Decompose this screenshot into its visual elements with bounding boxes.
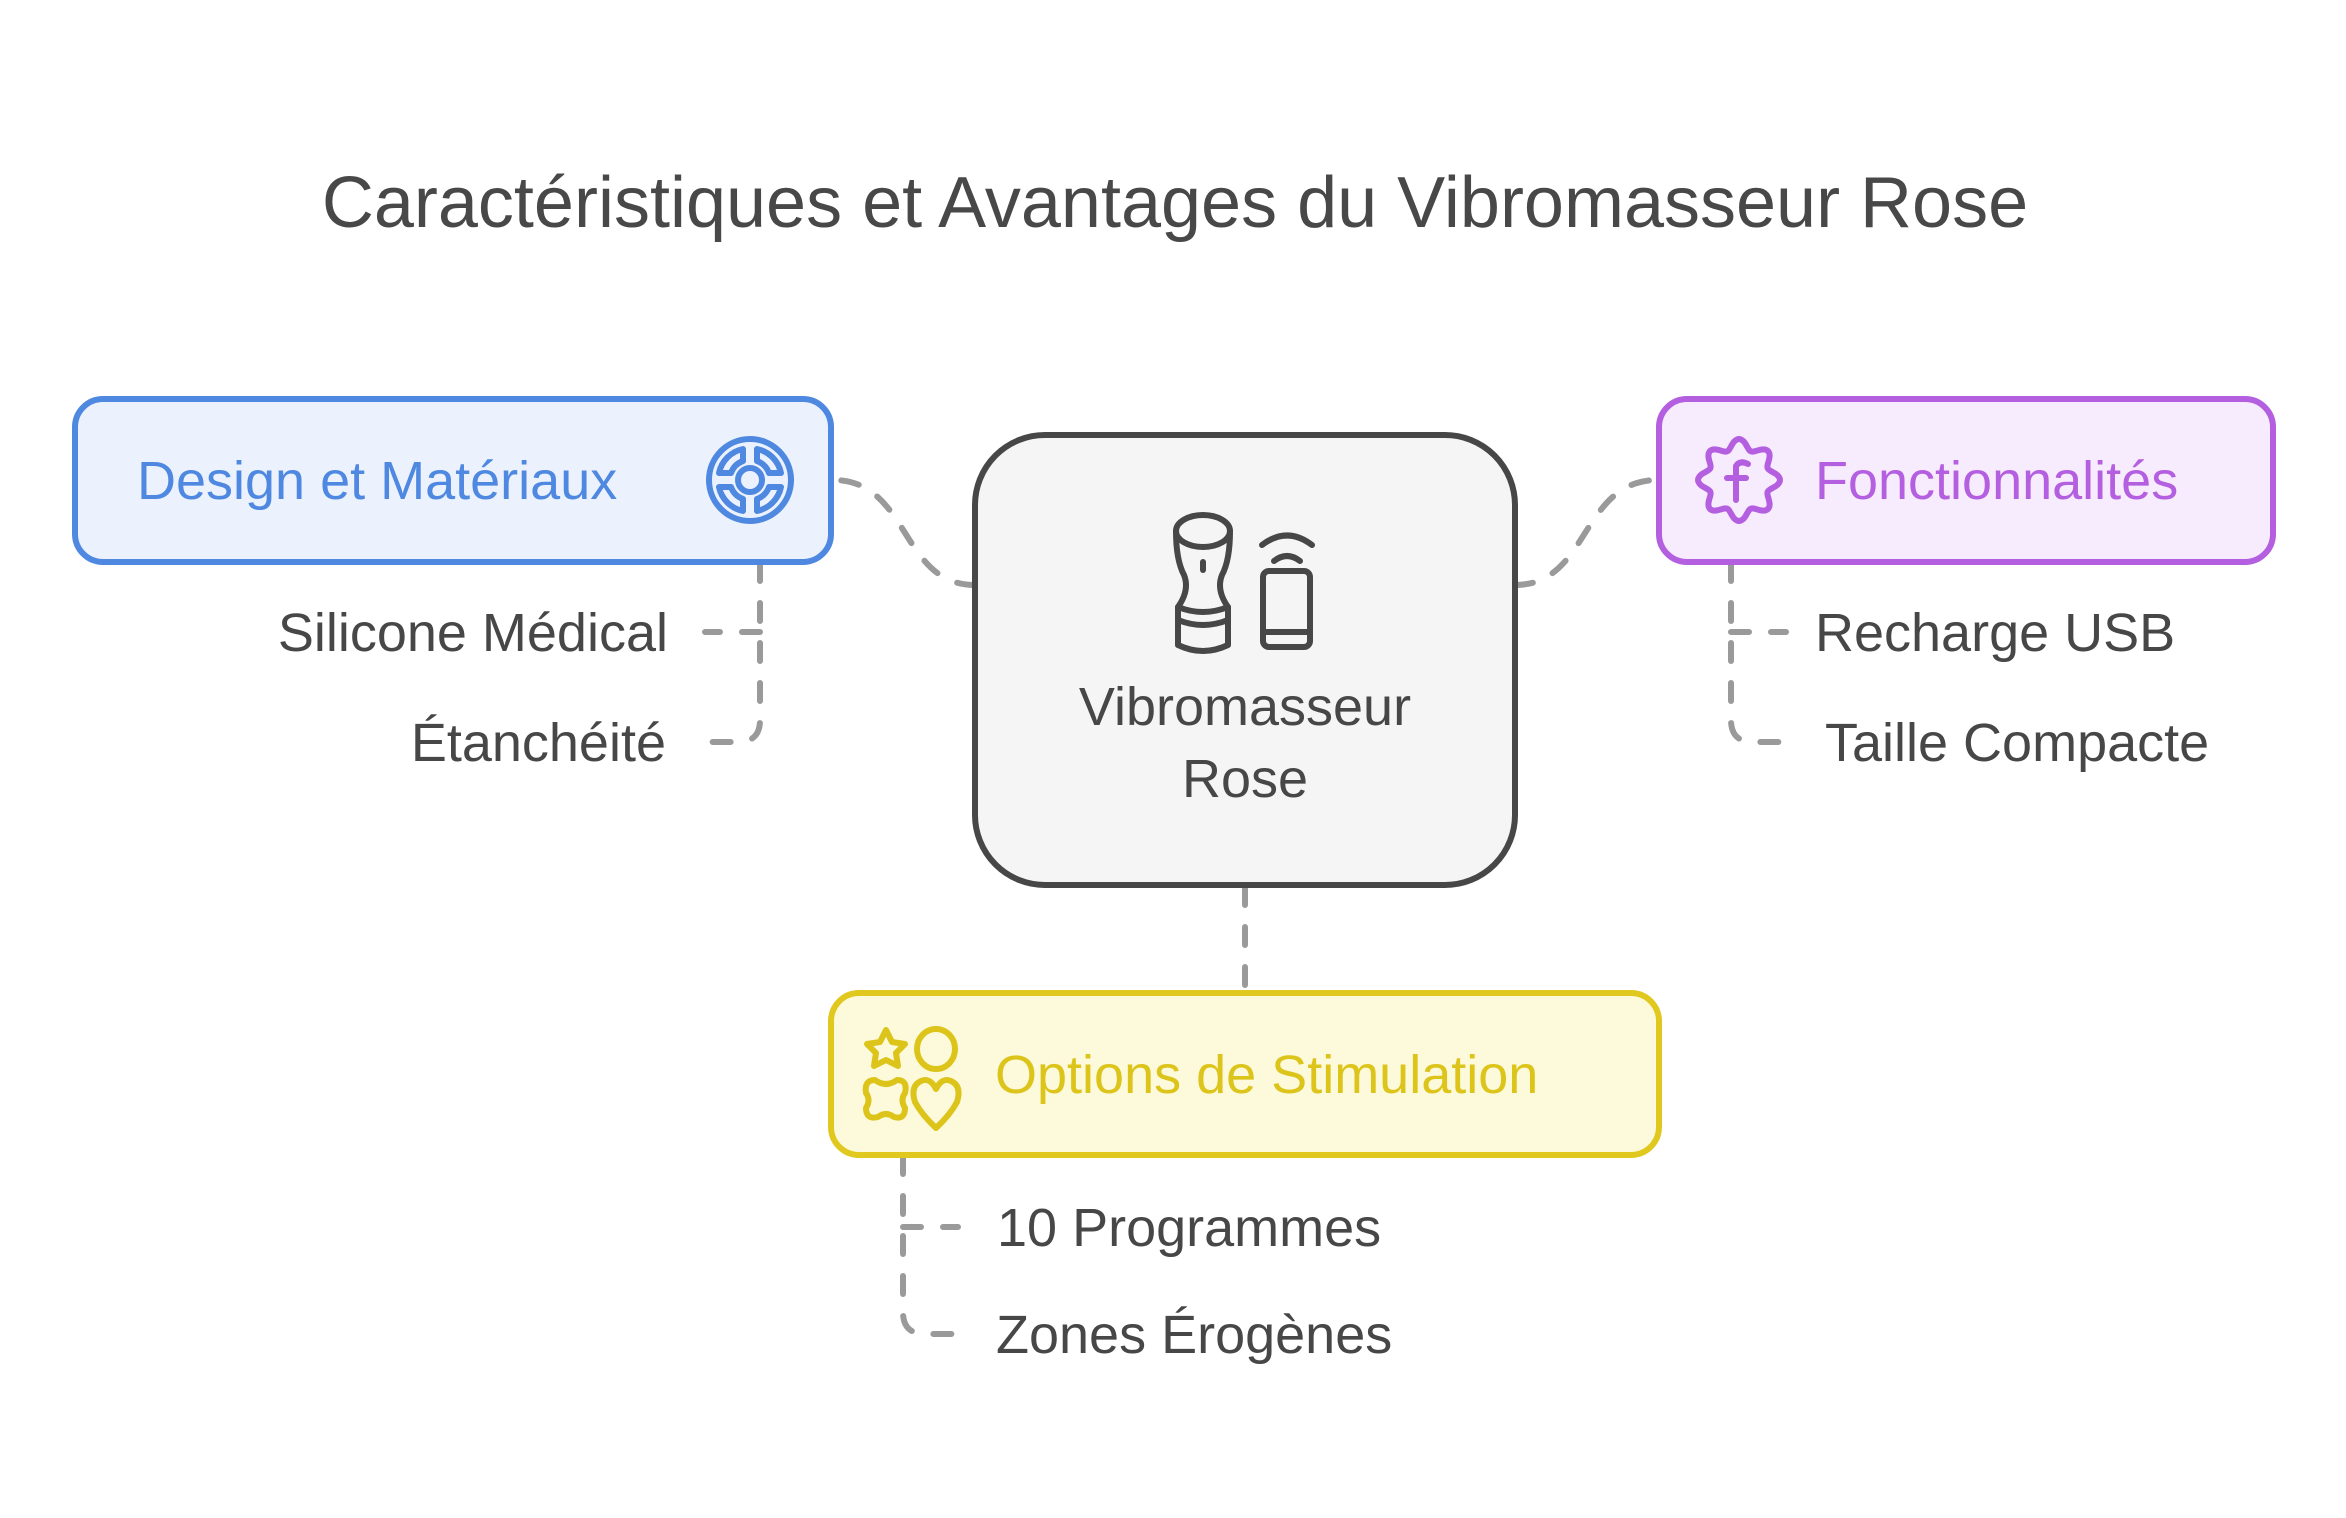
diagram-title: Caractéristiques et Avantages du Vibroma…	[322, 163, 2028, 243]
fonctionnalites-items: Recharge USB Taille Compacte	[1815, 603, 2209, 773]
center-node-label-line2: Rose	[1182, 749, 1308, 809]
list-item: Recharge USB	[1815, 603, 2175, 663]
branch-node-stimulation[interactable]: Options de Stimulation	[828, 990, 1662, 1158]
star-shape	[864, 1027, 908, 1069]
design-items: Silicone Médical Étanchéité	[278, 603, 668, 773]
connector-center-to-design	[830, 477, 978, 588]
branch-node-design[interactable]: Design et Matériaux	[72, 396, 834, 565]
branch-node-stimulation-box	[828, 990, 1662, 1158]
connector-center-to-fonctionnalites	[1512, 477, 1661, 588]
list-item: 10 Programmes	[997, 1198, 1381, 1258]
list-item: Taille Compacte	[1825, 713, 2209, 773]
center-node[interactable]: Vibromasseur Rose	[972, 432, 1518, 888]
stimulation-items: 10 Programmes Zones Érogènes	[996, 1198, 1392, 1365]
vibrator-and-phone-icon	[1173, 512, 1315, 654]
branch-node-fonctionnalites[interactable]: Fonctionnalités	[1656, 396, 2276, 565]
center-node-box	[972, 432, 1518, 888]
connector-design-items	[702, 560, 763, 745]
branch-node-fonctionnalites-box	[1656, 396, 2276, 565]
shapes-icon	[862, 1026, 962, 1131]
connectors	[702, 477, 1789, 1337]
list-item: Étanchéité	[411, 713, 666, 773]
circle-shape	[914, 1026, 958, 1072]
list-item: Zones Érogènes	[996, 1305, 1392, 1365]
connector-fonctionnalites-items	[1728, 560, 1789, 745]
branch-node-design-box	[72, 396, 834, 565]
function-badge-icon	[1695, 436, 1783, 524]
flower-shape	[862, 1077, 909, 1121]
list-item: Silicone Médical	[278, 603, 668, 663]
branch-node-stimulation-label: Options de Stimulation	[995, 1045, 1538, 1105]
target-wheel-icon	[706, 436, 794, 524]
heart-shape	[910, 1077, 962, 1131]
branch-node-design-label: Design et Matériaux	[137, 451, 617, 511]
center-node-label-line1: Vibromasseur	[1079, 677, 1411, 737]
branch-node-fonctionnalites-label: Fonctionnalités	[1815, 451, 2178, 511]
connector-stimulation-items	[900, 1153, 961, 1337]
